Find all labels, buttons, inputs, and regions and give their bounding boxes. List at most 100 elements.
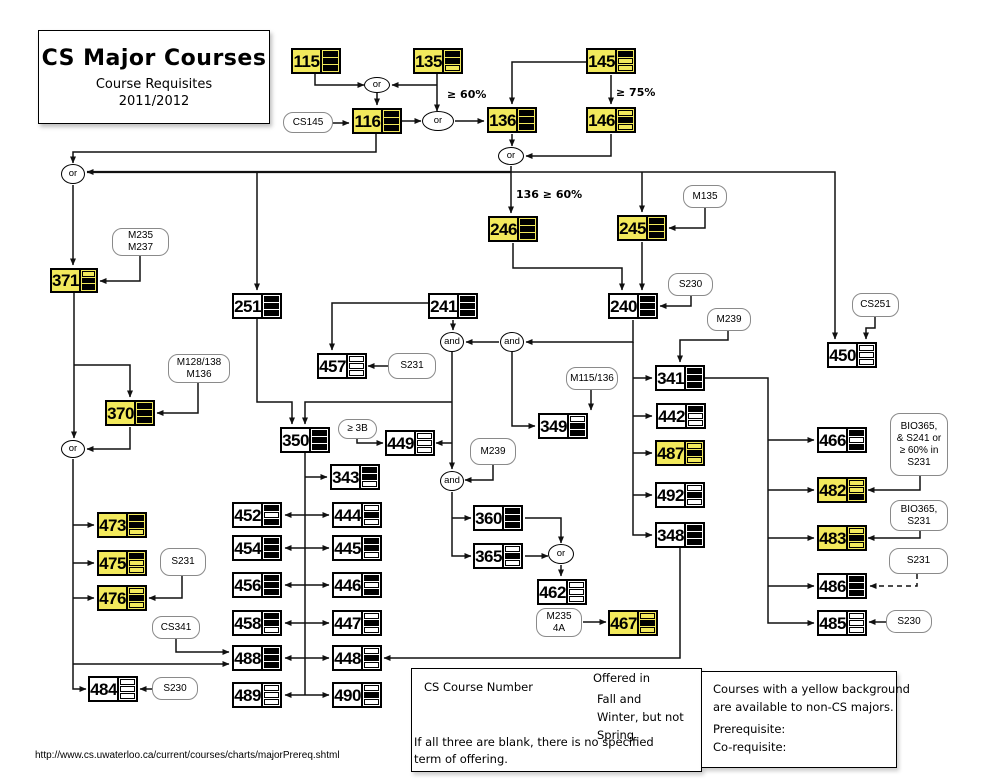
and-gate: and [440,471,464,491]
course-number: 448 [334,648,361,668]
fall-cell [264,648,279,654]
prerequisite-arrow [668,208,706,231]
fall-cell [849,480,864,486]
spring-cell [81,284,95,290]
spring-cell [849,590,864,596]
term-offering-cells [361,537,380,559]
prerequisite-arrow [511,171,838,340]
spring-cell [364,589,379,595]
fall-cell [570,416,585,422]
spring-cell [364,552,379,558]
term-offering-cells [126,514,145,536]
winter-cell [364,620,379,626]
course-box-115: 115 [291,48,341,74]
course-number: 486 [819,576,846,596]
winter-cell [505,553,520,559]
fall-cell [460,296,475,302]
spring-cell [570,430,585,436]
term-offering-cells [517,218,536,240]
requisite-label-text: CS251 [860,299,891,310]
legend-winter-label: Winter, but not [597,710,684,724]
course-number: 445 [334,538,361,558]
winter-cell [137,410,152,416]
prerequisite-arrow [74,364,133,398]
course-number: 456 [234,575,261,595]
course-number: 365 [475,546,502,566]
fall-cell [640,613,655,619]
page-subtitle: Course Requisites [95,76,213,92]
winter-cell [445,58,460,64]
spring-cell [849,542,864,548]
fall-cell [312,430,327,436]
prerequisite-arrow [525,134,612,159]
winter-cell [849,583,864,589]
term-offering-cells [567,415,586,437]
course-box-370: 370 [105,400,155,426]
requisite-label-text: M235 [127,230,153,241]
fall-cell [264,575,279,581]
spring-cell [364,519,379,525]
course-box-146: 146 [586,107,636,133]
winter-cell [849,535,864,541]
winter-cell [519,117,534,123]
spring-cell [569,596,584,602]
or-gate: or [61,164,85,184]
fall-cell [264,685,279,691]
fall-cell [849,430,864,436]
term-offering-cells [846,575,865,597]
requisite-label-M239: M239 [707,308,751,331]
course-number: 349 [540,416,567,436]
spring-cell [519,124,534,130]
term-offering-cells [846,479,865,501]
or-gate: or [364,77,390,93]
requisite-label-text: S230 [163,682,187,694]
requisite-label-text: ≥ 3B [347,423,368,434]
course-box-365: 365 [473,543,523,569]
requisite-label-M135: M135 [683,185,727,208]
requisite-label-text: S230 [897,615,921,627]
term-offering-cells [126,587,145,609]
fall-cell [505,508,520,514]
requisite-label-text: M128/138 [176,356,222,368]
term-offering-cells [846,527,865,549]
requisite-label-text: S231 [907,515,931,527]
term-offering-cells [637,295,656,317]
fall-cell [618,110,633,116]
winter-cell [120,686,135,692]
winter-cell [364,545,379,551]
course-number: 348 [657,525,684,545]
term-offering-cells [361,612,380,634]
spring-cell [688,420,703,426]
fall-cell [640,296,655,302]
spring-cell [349,370,364,376]
legend-fall-label: Fall and [597,692,642,706]
term-offering-cells [615,109,634,131]
fall-cell [687,368,702,374]
winter-cell [129,595,144,601]
requisite-label-S230: S230 [886,610,932,633]
course-box-240: 240 [608,293,658,319]
spring-cell [364,699,379,705]
requisite-label-S230: S230 [668,273,713,296]
course-box-488: 488 [232,645,282,671]
winter-cell [264,692,279,698]
fall-cell [687,485,702,491]
prerequisite-arrow [156,383,199,416]
fall-cell [364,648,379,654]
term-offering-cells [457,295,476,317]
requisite-label-text: M135 [692,190,718,202]
course-box-456: 456 [232,572,282,598]
spring-cell [687,499,702,505]
fall-cell [505,546,520,552]
course-number: 467 [610,613,637,633]
winter-cell [384,118,399,124]
course-number: 116 [354,111,381,131]
course-box-482: 482 [817,477,867,503]
prerequisite-arrow [659,296,692,309]
course-box-473: 473 [97,512,147,538]
term-offering-cells [615,50,634,72]
requisite-label-text: & S241 or [896,432,942,444]
course-number: 483 [819,528,846,548]
